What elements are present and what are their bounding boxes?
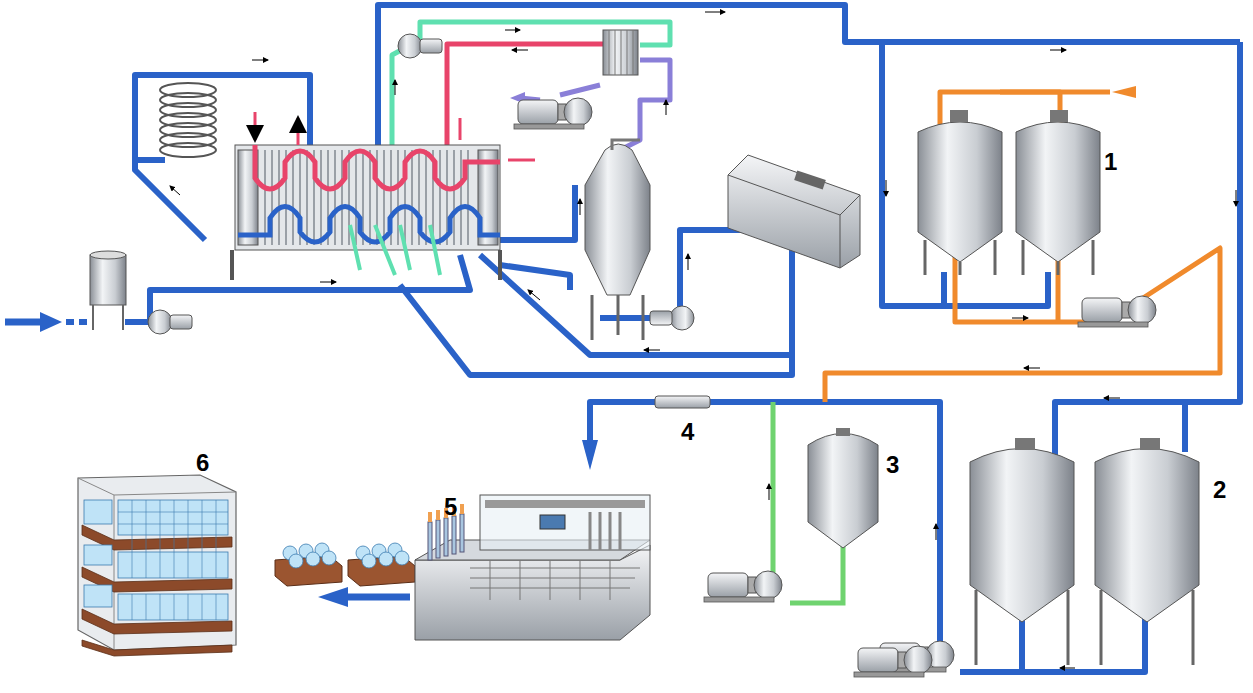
balance-tank	[90, 251, 126, 330]
tank	[918, 110, 1002, 275]
pump	[704, 571, 782, 602]
callout-number: 5	[444, 495, 457, 519]
flow-arrowhead	[582, 440, 598, 470]
pump	[1078, 296, 1156, 327]
cup-crates	[275, 543, 415, 586]
plate-heat-exchanger	[232, 112, 535, 280]
pallet-of-cups	[78, 475, 236, 656]
homogenizer	[728, 155, 860, 268]
vacuum-pump	[514, 98, 592, 129]
plate-cooler	[603, 30, 638, 75]
pump	[398, 34, 442, 58]
product-pipes	[378, 5, 1240, 672]
holding-coil	[160, 83, 216, 157]
tank	[1095, 438, 1199, 665]
pump	[854, 646, 932, 677]
vacuum-vessel	[585, 140, 650, 340]
service-pipes	[825, 92, 1220, 402]
heating-pipes	[392, 22, 670, 150]
pump	[650, 306, 694, 330]
pump	[148, 310, 192, 334]
callout-number: 1	[1104, 150, 1117, 174]
callout-number: 3	[886, 453, 899, 477]
inline-filter	[655, 396, 710, 408]
filling-machine	[415, 495, 650, 640]
tank	[1016, 110, 1100, 275]
tank	[808, 428, 878, 548]
tank	[970, 438, 1074, 665]
output-arrowhead	[318, 587, 348, 607]
process-pipes	[135, 75, 792, 375]
output-arrow	[345, 594, 410, 601]
callout-number: 6	[196, 451, 209, 475]
callout-number: 4	[681, 420, 694, 444]
callout-number: 2	[1213, 478, 1226, 502]
